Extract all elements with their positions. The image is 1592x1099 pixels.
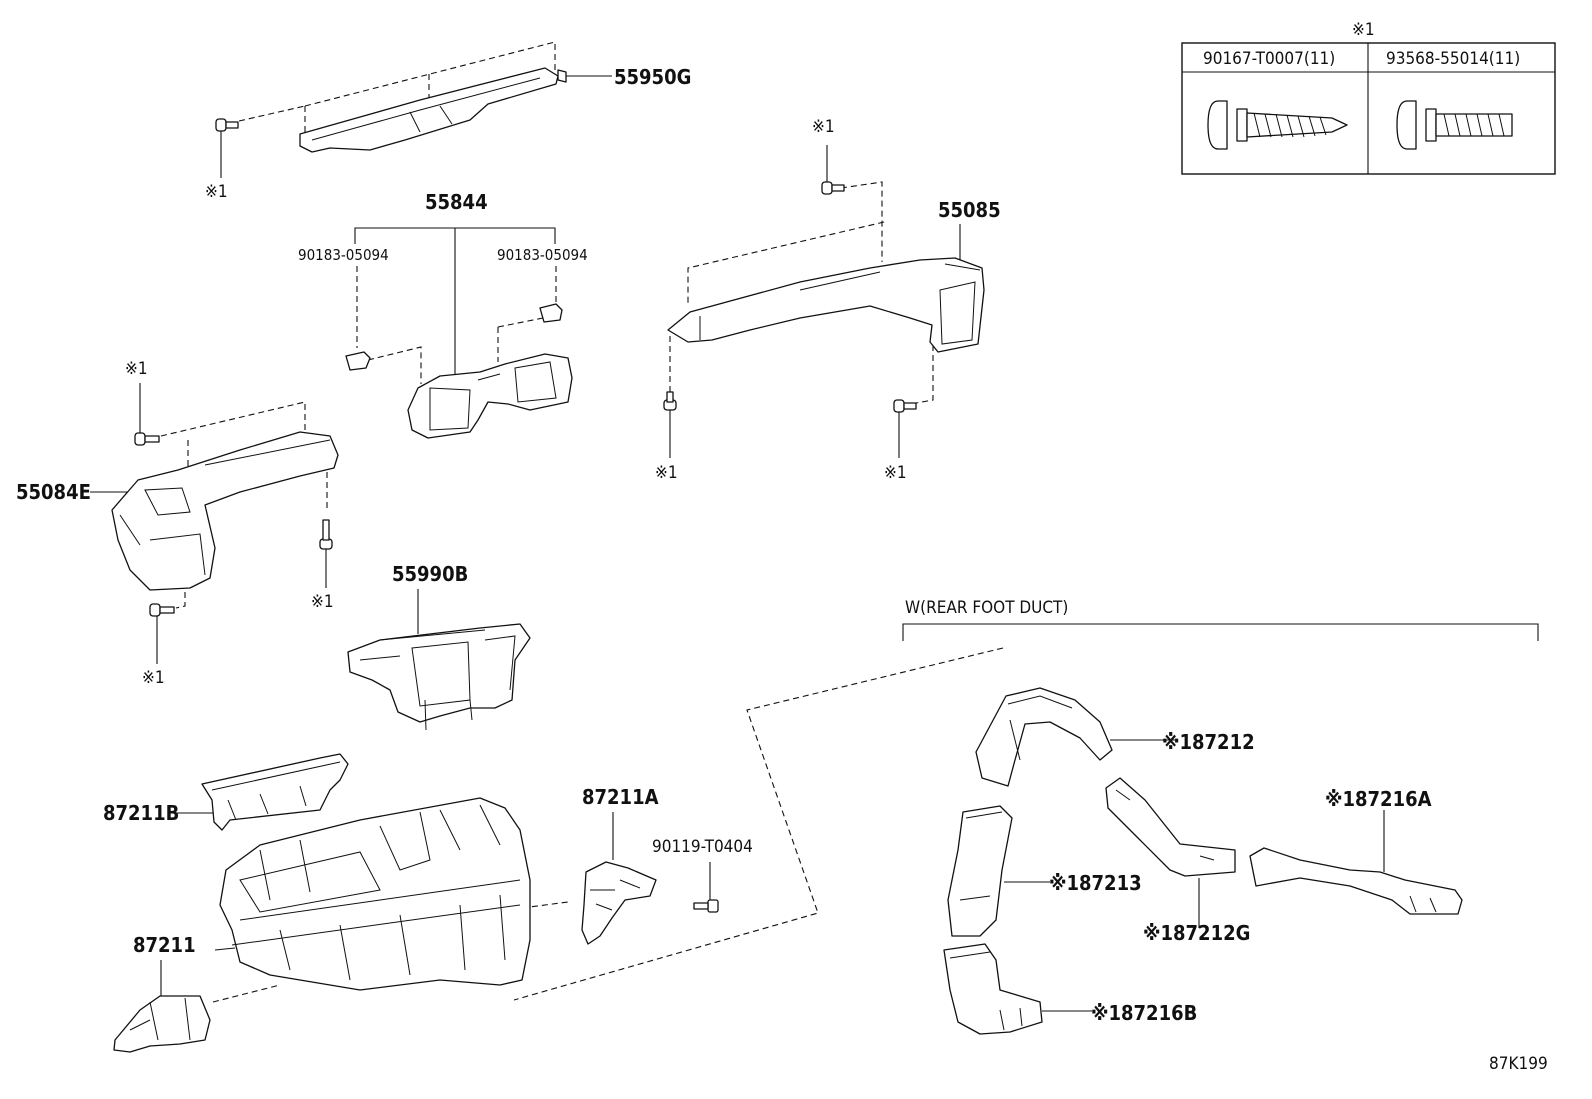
- part-55085: 55085 ※1 ※1 ※1: [655, 117, 1001, 483]
- marker-screw-55084e-top: ※1: [125, 359, 148, 379]
- screw-table: ※1 90167-T0007(11) 93568-55014(11): [1181, 20, 1556, 175]
- marker-screw-55085-right: ※1: [884, 463, 907, 483]
- label-87211b: 87211B: [103, 801, 179, 825]
- label-87211a: 87211A: [582, 785, 659, 809]
- duct-87213: [947, 805, 1013, 937]
- duct-87212: [975, 687, 1113, 787]
- clip-icon: [539, 303, 563, 323]
- marker-screw-55085-top: ※1: [812, 117, 835, 137]
- tapping-screw-icon: [1207, 100, 1348, 150]
- screw-table-header-2: 93568-55014(11): [1386, 49, 1520, 69]
- label-55084e: 55084E: [16, 480, 91, 504]
- screw-icon: [821, 181, 845, 195]
- part-55084e: 55084E ※1 ※1 ※1: [16, 359, 339, 688]
- marker-screw-55085-left: ※1: [655, 463, 678, 483]
- screw-icon: [134, 432, 160, 446]
- label-90119: 90119-T0404: [652, 837, 753, 857]
- bolt-icon: [693, 899, 719, 913]
- label-87216b: ※187216B: [1091, 1001, 1197, 1025]
- duct-87216a: [1249, 847, 1463, 915]
- screw-icon: [663, 391, 677, 411]
- marker-screw-55950g: ※1: [205, 182, 228, 202]
- label-87211: 87211: [133, 933, 196, 957]
- label-55950g: 55950G: [614, 65, 691, 89]
- label-87216a: ※187216A: [1325, 787, 1432, 811]
- label-87212: ※187212: [1162, 730, 1255, 754]
- duct-87216b: [943, 943, 1043, 1035]
- screw-icon: [149, 603, 175, 617]
- diagram-code: 87K199: [1489, 1054, 1548, 1074]
- marker-screw-55084e-bottom: ※1: [142, 668, 165, 688]
- machine-screw-icon: [1396, 100, 1513, 150]
- part-87211a: 87211A 90119-T0404: [581, 785, 753, 945]
- screw-table-marker: ※1: [1352, 20, 1375, 40]
- clip-icon: [345, 351, 371, 371]
- part-87211: 87211: [113, 933, 211, 1053]
- marker-screw-55084e-right: ※1: [311, 592, 334, 612]
- part-55844: 55844 90183-05094 90183-05094: [298, 190, 588, 439]
- part-55990b: 55990B: [347, 562, 531, 731]
- label-55844: 55844: [425, 190, 488, 214]
- part-87211b: 87211B: [103, 753, 349, 831]
- label-90183-right: 90183-05094: [497, 246, 588, 264]
- screw-table-header-1: 90167-T0007(11): [1203, 49, 1335, 69]
- label-55085: 55085: [938, 198, 1001, 222]
- label-87212g: ※187212G: [1143, 921, 1250, 945]
- part-55950g: 55950G ※1: [205, 41, 691, 202]
- screw-icon: [893, 399, 917, 413]
- rear-foot-duct-group: W(REAR FOOT DUCT) ※187212 ※187212G ※1872…: [902, 598, 1539, 1035]
- screw-icon: [319, 519, 333, 550]
- label-55990b: 55990B: [392, 562, 468, 586]
- label-90183-left: 90183-05094: [298, 246, 389, 264]
- label-87213: ※187213: [1049, 871, 1142, 895]
- duct-87212g: [1105, 777, 1236, 877]
- heater-case: [212, 647, 1004, 1003]
- screw-icon: [215, 118, 239, 132]
- section-label: W(REAR FOOT DUCT): [905, 598, 1068, 618]
